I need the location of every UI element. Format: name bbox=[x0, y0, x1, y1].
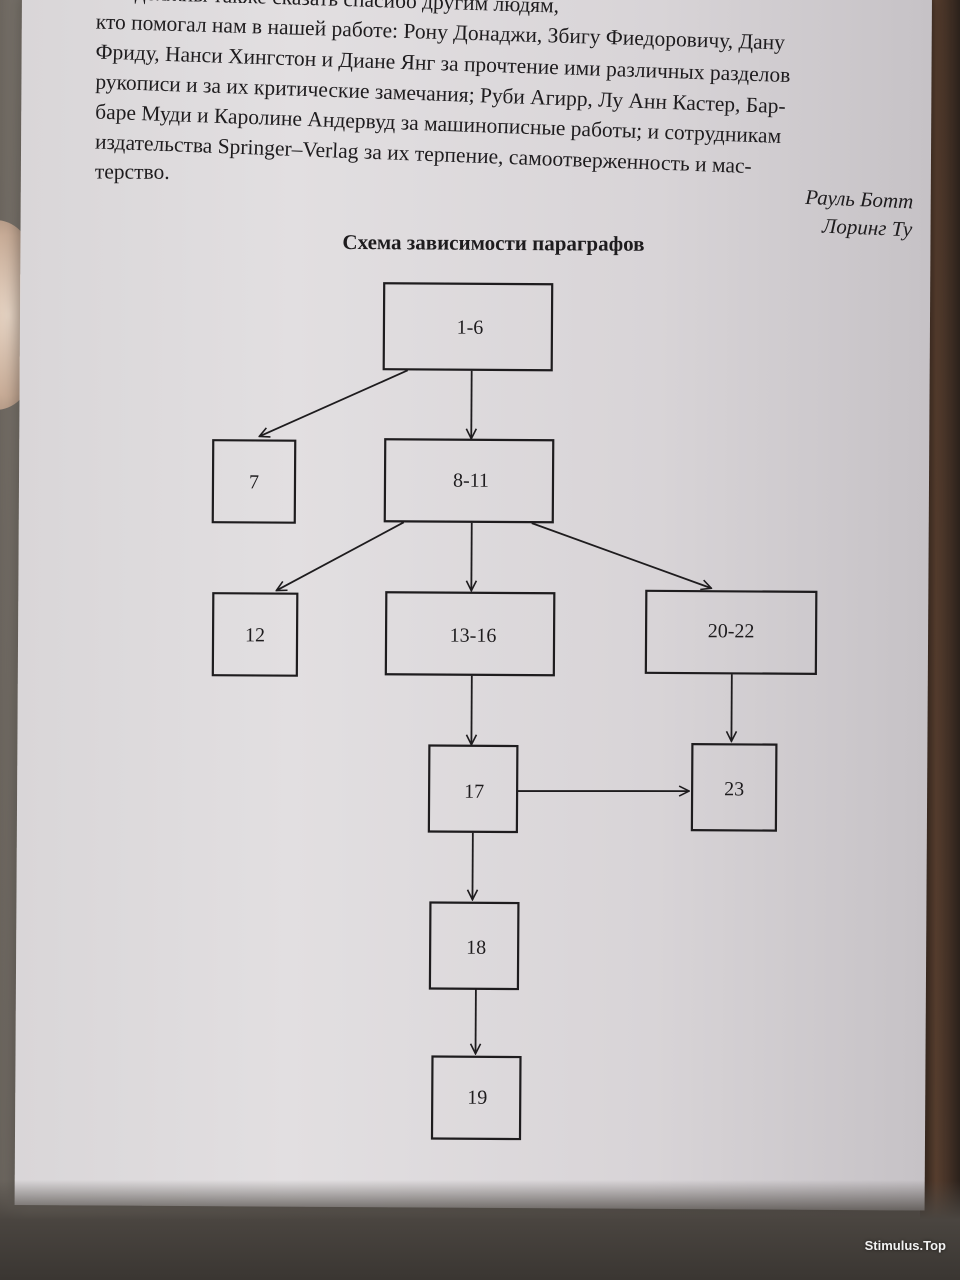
node-label: 20-22 bbox=[708, 620, 755, 642]
node-13-16: 13-16 bbox=[384, 591, 556, 677]
node-12: 12 bbox=[211, 592, 299, 677]
node-1-6: 1-6 bbox=[382, 282, 554, 372]
node-8-11: 8-11 bbox=[383, 438, 555, 524]
watermark-text: Stimulus.Top bbox=[864, 1238, 946, 1253]
node-label: 7 bbox=[249, 471, 259, 493]
node-label: 13-16 bbox=[450, 625, 497, 647]
edge-17-to-23 bbox=[517, 790, 689, 792]
edge-1-6-to-7 bbox=[259, 369, 409, 437]
node-20-22: 20-22 bbox=[644, 589, 818, 675]
dependency-diagram: 1-6 7 8-11 12 13-16 20-22 bbox=[211, 282, 818, 1141]
book-page: Мы должны также сказать спасибо другим л… bbox=[14, 0, 932, 1211]
node-18: 18 bbox=[428, 901, 520, 991]
edge-8-11-to-12 bbox=[276, 521, 405, 592]
node-19: 19 bbox=[430, 1055, 522, 1141]
edge-8-11-to-20-22 bbox=[531, 522, 711, 588]
node-label: 12 bbox=[245, 624, 265, 646]
node-label: 23 bbox=[724, 778, 744, 800]
node-label: 18 bbox=[466, 937, 486, 959]
node-label: 8-11 bbox=[453, 470, 489, 492]
node-17: 17 bbox=[427, 744, 519, 834]
table-shadow bbox=[0, 1180, 960, 1280]
node-7: 7 bbox=[211, 439, 297, 524]
node-23: 23 bbox=[690, 743, 778, 832]
node-label: 19 bbox=[467, 1087, 487, 1109]
node-label: 17 bbox=[464, 781, 484, 803]
node-label: 1-6 bbox=[457, 317, 484, 339]
